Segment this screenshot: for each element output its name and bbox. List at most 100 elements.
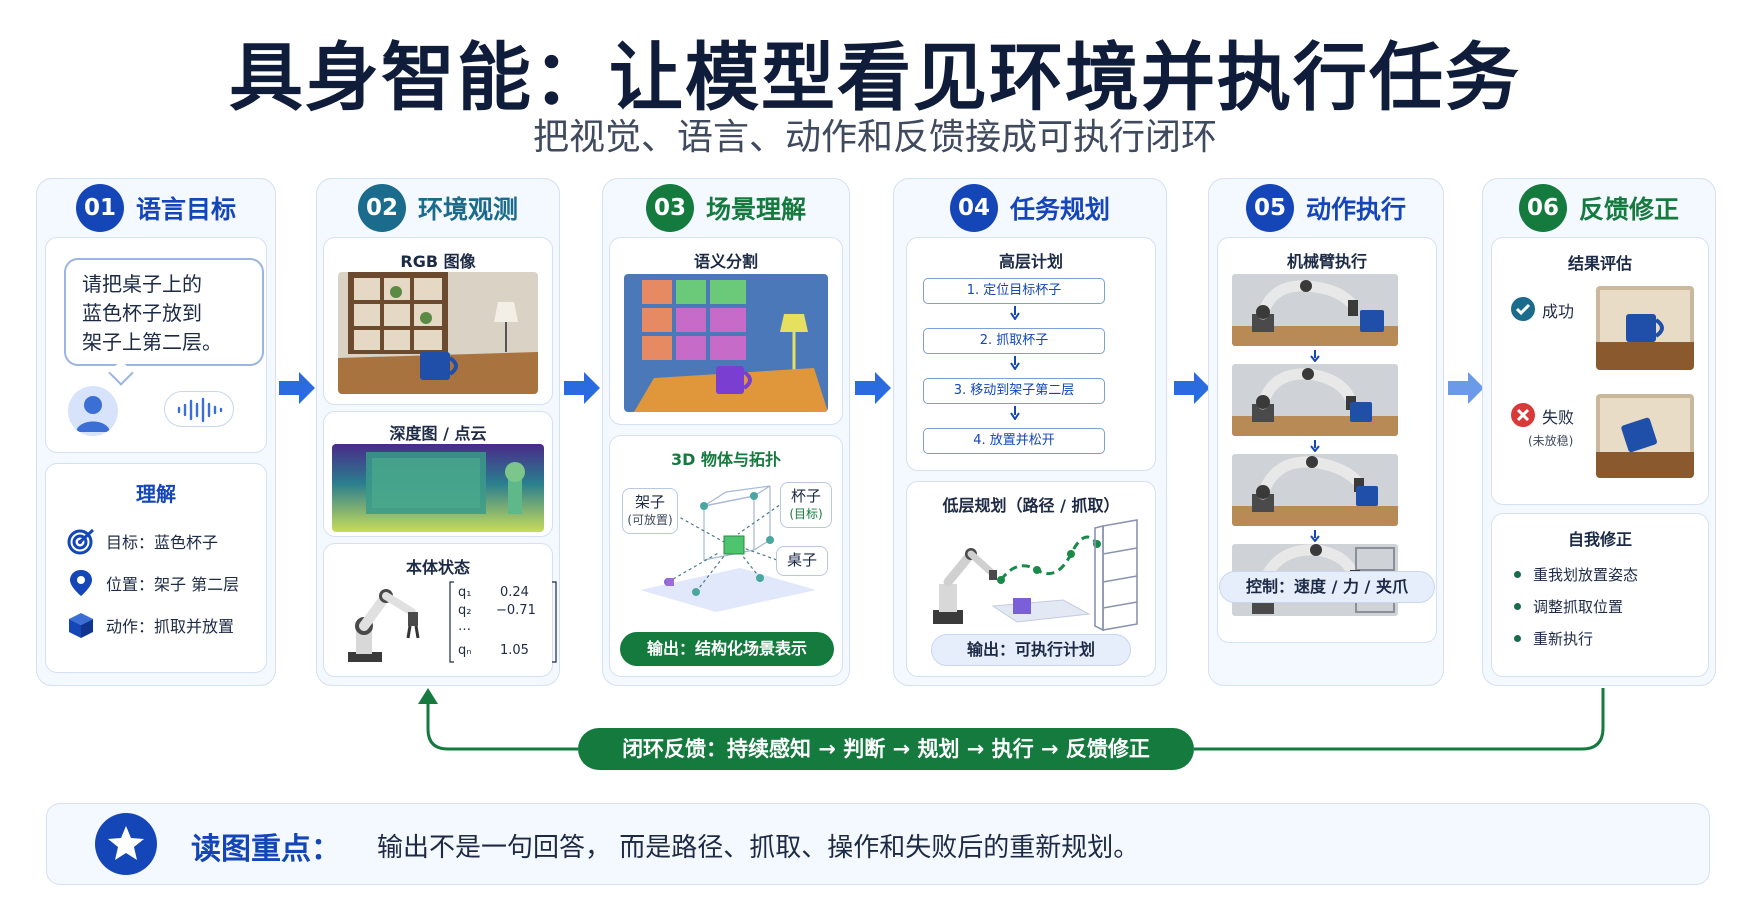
stage-number: 06 [1518,184,1567,232]
step-arrow-icon [1010,306,1020,320]
self-correction-title: 自我修正 [1567,530,1632,549]
stage-action-execution: 05 动作执行 机械臂执行 [1208,178,1444,686]
instruction-line: 蓝色杯子放到 [82,301,202,325]
instruction-card: 请把桌子上的 蓝色杯子放到 架子上第二层。 [45,237,267,453]
robot-arm-icon [348,589,420,662]
flow-arrow-icon [564,372,600,404]
success-image [1596,286,1694,370]
depth-image [332,444,544,532]
control-badge: 控制：速度 / 力 / 夹爪 [1219,571,1435,603]
joint-value: −0.71 [496,603,536,618]
stage-number: 02 [357,184,406,232]
voice-wave-icon [164,391,234,427]
stage-header: 03 场景理解 [603,179,849,237]
correction-item: 重新执行 [1514,628,1593,649]
stage-header: 01 语言目标 [37,179,275,237]
rgb-image [338,272,538,394]
stage-feedback-correction: 06 反馈修正 结果评估 成功 失败 (未放稳) [1482,178,1716,686]
stage-language-goal: 01 语言目标 请把桌子上的 蓝色杯子放到 架子上第二层。 [36,178,276,686]
key-takeaway-banner: 读图重点： 输出不是一句回答， 而是路径、抓取、操作和失败后的重新规划。 [46,803,1710,885]
correction-item: 调整抓取位置 [1514,596,1623,617]
joint-value: 0.24 [500,585,529,600]
matrix-brackets [449,581,557,663]
stage-header: 06 反馈修正 [1483,179,1715,237]
execution-frame [1232,274,1398,346]
low-level-plan-title: 低层规划（路径 / 抓取） [942,496,1120,515]
page-subtitle: 把视觉、语言、动作和反馈接成可执行闭环 [532,117,1217,158]
body-state-title: 本体状态 [405,558,470,577]
takeaway-text: 输出不是一句回答， 而是路径、抓取、操作和失败后的重新规划。 [377,833,1140,863]
stage-header: 05 动作执行 [1209,179,1443,237]
stage-header: 04 任务规划 [894,179,1166,237]
stage-title: 反馈修正 [1578,195,1679,224]
rgb-card: RGB 图像 [323,237,553,405]
joint-row: qₙ [458,643,472,658]
understanding-text: 目标：蓝色杯子 [106,533,219,552]
user-avatar-icon [68,386,118,436]
fail-sub-label: (未放稳) [1528,434,1574,448]
flow-arrow-icon [1174,372,1210,404]
understanding-text: 动作：抓取并放置 [106,617,235,636]
plan-output-badge: 输出：可执行计划 [931,634,1131,666]
result-eval-card: 结果评估 成功 失败 (未放稳) [1491,237,1709,505]
understanding-item: 目标：蓝色杯子 [66,526,218,556]
stage-title: 语言目标 [135,195,236,224]
segmentation-image [624,274,828,412]
joint-value: 1.05 [500,643,529,658]
stage-number: 03 [645,184,694,232]
step-arrow-icon [1010,356,1020,370]
star-icon [95,813,157,875]
joint-row: q₂ [458,603,472,618]
shelf-node-label: 架子(可放置) [622,488,678,534]
stage-task-planning: 04 任务规划 高层计划 1. 定位目标杯子 2. 抓取杯子 3. 移动到架子第… [893,178,1167,686]
success-check-icon [1511,297,1535,321]
high-level-plan-card: 高层计划 1. 定位目标杯子 2. 抓取杯子 3. 移动到架子第二层 4. 放置… [906,237,1156,471]
correction-item: 重我划放置姿态 [1514,564,1638,585]
flow-arrow-icon [279,372,315,404]
execution-frame [1232,364,1398,436]
cup-node-label: 杯子(目标) [780,482,832,528]
fail-image [1596,394,1694,478]
depth-card: 深度图 / 点云 [323,411,553,537]
stage-scene-understanding: 03 场景理解 语义分割 3D 物体与拓扑 [602,178,850,686]
topology-card: 3D 物体与拓扑 架子(可放置) 杯子(目标) 桌子 [609,435,843,677]
joint-row: … [458,619,471,634]
body-state-card: 本体状态 q₁ 0.24 q₂ −0.71 … qₙ 1.05 [323,543,557,677]
sequence-arrow-icon [1310,530,1320,542]
target-icon [67,528,95,555]
understanding-item: 位置：架子 第二层 [66,568,239,598]
stage-title: 场景理解 [705,195,806,224]
fail-cross-icon [1511,403,1535,427]
flow-arrow-icon [1448,372,1484,404]
success-label: 成功 [1542,302,1575,321]
result-eval-title: 结果评估 [1567,254,1632,273]
understanding-card: 理解 目标：蓝色杯子 位置：架子 第二层 动作：抓取并放置 [45,463,267,673]
scene-output-badge: 输出：结构化场景表示 [620,632,834,666]
execution-frame [1232,454,1398,526]
speech-bubble: 请把桌子上的 蓝色杯子放到 架子上第二层。 [64,258,264,366]
topology-graph [640,485,816,612]
stage-number: 05 [1245,184,1294,232]
stage-observation: 02 环境观测 RGB 图像 深度图 / 点云 [316,178,560,686]
stage-header: 02 环境观测 [317,179,559,237]
table-node-label: 桌子 [776,546,828,576]
stage-number: 01 [75,184,124,232]
segmentation-title: 语义分割 [693,252,758,271]
plan-step: 4. 放置并松开 [923,428,1105,454]
depth-title: 深度图 / 点云 [389,424,487,443]
location-pin-icon [70,570,92,596]
plan-step: 1. 定位目标杯子 [923,278,1105,304]
step-arrow-icon [1010,406,1020,420]
understanding-title: 理解 [136,482,176,506]
self-correction-card: 自我修正 重我划放置姿态 调整抓取位置 重新执行 [1491,513,1709,677]
plan-step: 3. 移动到架子第二层 [923,378,1105,404]
sequence-arrow-icon [1310,440,1320,452]
high-level-plan-title: 高层计划 [998,252,1063,271]
page-title: 具身智能：让模型看见环境并执行任务 [229,35,1521,121]
box-icon [69,613,93,638]
fail-label: 失败 [1542,408,1575,427]
low-level-plan-card: 低层规划（路径 / 抓取） 输出：可执行计划 [906,481,1156,677]
understanding-text: 位置：架子 第二层 [106,575,240,594]
understanding-item: 动作：抓取并放置 [66,610,234,640]
